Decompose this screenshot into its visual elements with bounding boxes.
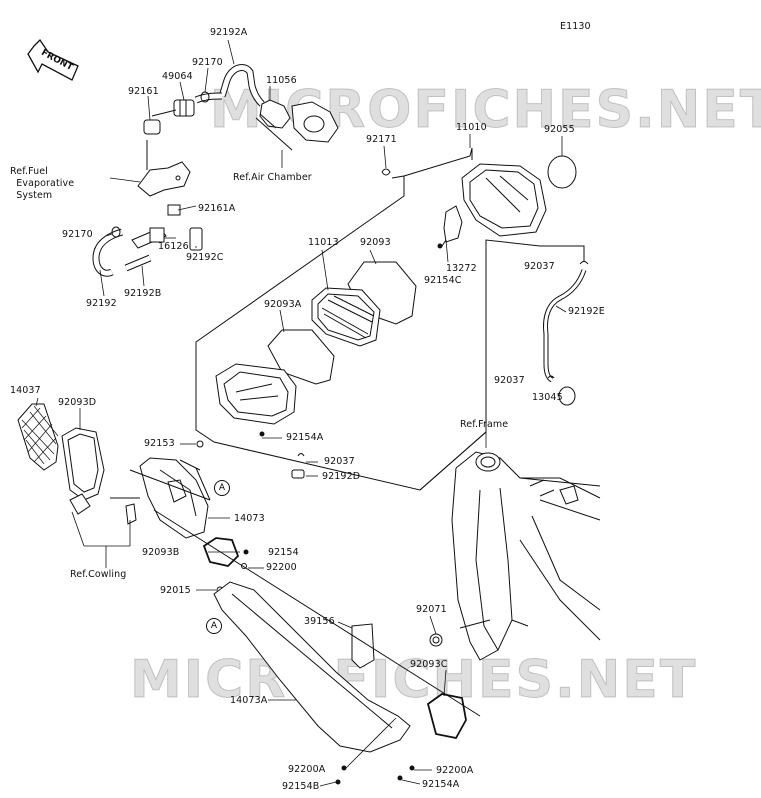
label-13272: 13272 [446,263,477,274]
label-11010: 11010 [456,122,487,133]
filter-element-11013 [312,288,380,346]
oring-92055 [548,156,576,188]
hose-92192 [96,232,122,273]
label-11013: 11013 [308,237,339,248]
seal-92093D [62,428,104,500]
air-cleaner-housing-11010 [462,164,546,236]
diagram-id: E1130 [560,21,591,32]
cap-92161 [144,110,176,134]
air-box-lower [216,364,296,424]
bolt-92154 [244,550,248,554]
bolt-92154A-mid [260,432,264,436]
screen-14037 [18,404,58,470]
seal-92093C [428,694,466,738]
label-92093D: 92093D [58,397,97,408]
label-14037: 14037 [10,385,41,396]
label-92071: 92071 [416,604,447,615]
valve-49064 [174,100,194,116]
hose-92192A [222,68,262,105]
label-14073: 14073 [234,513,265,524]
hose-92192E [546,270,584,380]
label-16126: 16126 [158,241,189,252]
label-92037-mid: 92037 [324,456,355,467]
air-chamber-part-11056 [256,100,338,150]
label-92170-bottom: 92170 [62,229,93,240]
bracket-39156 [352,624,374,668]
label-92192E: 92192E [568,306,605,317]
hose-upper-left [196,96,222,100]
label-ref-air-chamber: Ref.Air Chamber [233,172,312,183]
bolt-92200A-left [342,766,346,770]
label-92037-right2: 92037 [494,375,525,386]
clip-92037-right2 [548,376,554,378]
clip-92037-mid [298,454,304,457]
label-92154C: 92154C [424,275,462,286]
callout-a-top: A [214,480,230,496]
gasket-92093A [268,330,334,384]
clamp-left-cowling [70,494,136,524]
cap-13045 [559,387,575,405]
label-92192D: 92192D [322,471,361,482]
label-92154A-bottom: 92154A [422,779,460,790]
grommet-92071 [430,634,442,646]
label-92161: 92161 [128,86,159,97]
bolt-92200A-right [410,766,414,770]
label-92093C: 92093C [410,659,448,670]
pipe-92192D [292,470,304,478]
label-92154A-mid: 92154A [286,432,324,443]
label-92153: 92153 [144,438,175,449]
label-92200A-left: 92200A [288,764,326,775]
label-92171: 92171 [366,134,397,145]
label-92093B: 92093B [142,547,180,558]
label-92192B: 92192B [124,288,162,299]
washer-92200 [242,564,247,569]
label-92192C: 92192C [186,252,224,263]
label-11056: 11056 [266,75,297,86]
bolt-92154B [336,780,340,784]
duct-14073 [140,458,208,538]
label-92093: 92093 [360,237,391,248]
duct-14073A [214,582,410,752]
front-arrow-icon [28,40,78,80]
label-92015: 92015 [160,585,191,596]
watermark-bottom: MICROFICHES.NET [129,650,698,711]
bracket-13272 [444,206,462,242]
fuel-bracket [138,140,190,196]
label-39156: 39156 [304,616,335,627]
label-ref-cowling: Ref.Cowling [70,569,127,580]
label-ref-frame: Ref.Frame [460,419,509,430]
label-49064: 49064 [162,71,193,82]
label-14073A: 14073A [230,695,268,706]
label-92200A-right: 92200A [436,765,474,776]
hose-92192B [126,258,150,268]
clip-92171 [382,169,390,175]
label-92154: 92154 [268,547,299,558]
label-13045: 13045 [532,392,563,403]
label-92200: 92200 [266,562,297,573]
motorcycle-frame [452,452,600,660]
label-ref-fuel: Ref.Fuel Evaporative System [10,166,75,201]
label-92154B: 92154B [282,781,320,792]
connector-16126 [132,205,202,250]
label-92170-top: 92170 [192,57,223,68]
clamp-92170-bottom [112,227,120,237]
label-92192A: 92192A [210,27,248,38]
label-92093A: 92093A [264,299,302,310]
clip-92037-right [580,262,588,265]
bolt-92154A-bottom [398,776,402,780]
label-92161A: 92161A [198,203,236,214]
bolt-92154C [438,240,446,248]
label-92037-right: 92037 [524,261,555,272]
label-92192: 92192 [86,298,117,309]
label-92055: 92055 [544,124,575,135]
callout-a-bottom: A [206,618,222,634]
bolt-92153 [197,441,203,447]
